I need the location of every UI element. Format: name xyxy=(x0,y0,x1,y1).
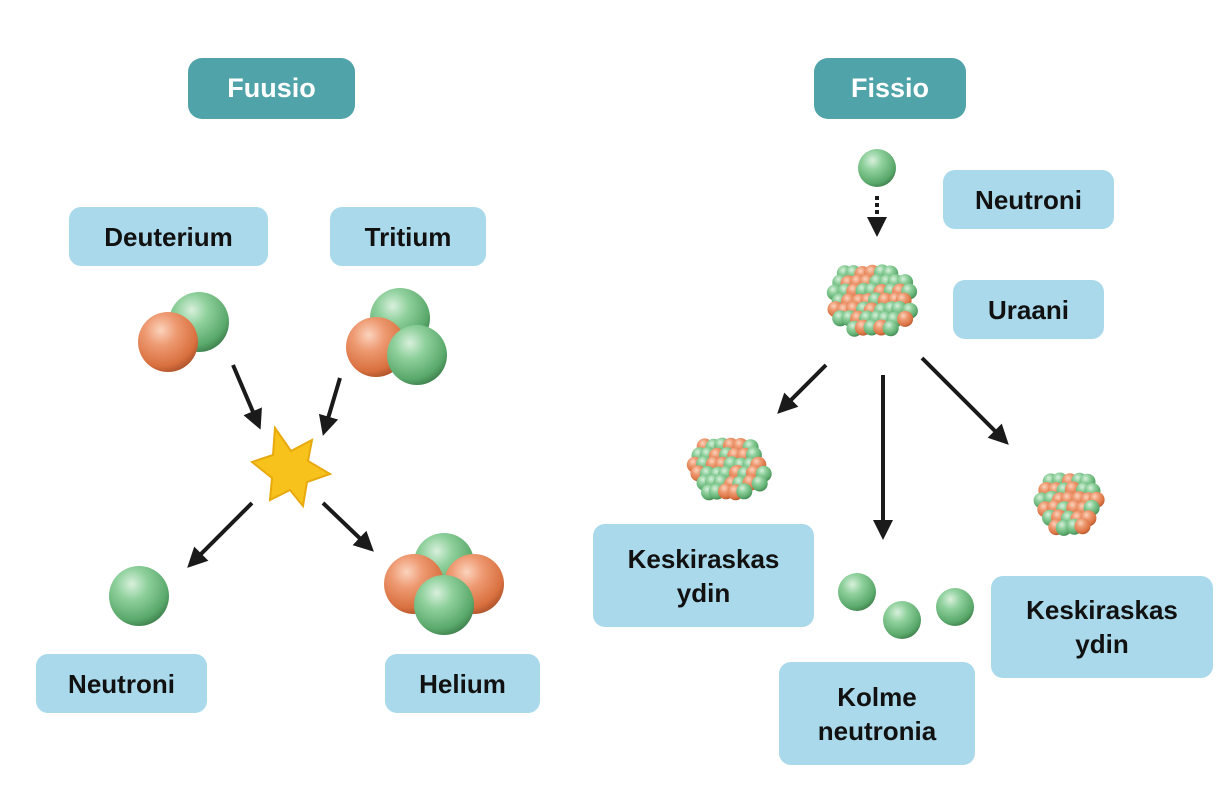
medium-nucleus-right xyxy=(1033,472,1105,536)
medium-nucleus-left-line1: Keskiraskas xyxy=(627,543,780,574)
arrow xyxy=(231,364,262,430)
helium-nucleus xyxy=(384,533,504,635)
medium-nucleus-right-line1: Keskiraskas xyxy=(1026,595,1178,625)
neutron-particle xyxy=(936,588,974,626)
proton-particle xyxy=(897,310,914,327)
fusion-neutron-particle xyxy=(109,566,169,626)
neutron-particle xyxy=(751,475,768,492)
fission-neutron-label: Neutroni xyxy=(943,170,1114,229)
three-neutrons-line1: Kolme xyxy=(837,681,917,712)
tritium-nucleus xyxy=(346,288,447,385)
fission-neutron-particle xyxy=(858,149,896,187)
medium-nucleus-right-line2: ydin xyxy=(1075,629,1129,659)
medium-nucleus-left-label: Keskiraskas ydin xyxy=(593,524,814,627)
uranium-label: Uraani xyxy=(953,280,1104,339)
fission-title: Fissio xyxy=(814,58,966,119)
arrow xyxy=(920,356,1009,445)
deuterium-nucleus xyxy=(138,292,229,372)
deuterium-label: Deuterium xyxy=(69,207,268,266)
neutron-particle xyxy=(883,601,921,639)
fusion-star-icon xyxy=(249,425,333,509)
medium-nucleus-left-line2: ydin xyxy=(676,577,731,608)
neutron-particle xyxy=(736,483,753,500)
fusion-title: Fuusio xyxy=(188,58,355,119)
proton-particle xyxy=(1074,518,1091,535)
medium-nucleus-left xyxy=(686,437,772,501)
three-neutrons-label: Kolme neutronia xyxy=(779,662,975,765)
arrow xyxy=(321,501,374,552)
uranium-nucleus xyxy=(826,264,918,337)
neutron-particle xyxy=(414,575,474,635)
tritium-label: Tritium xyxy=(330,207,486,266)
arrow xyxy=(187,501,254,568)
neutron-particle xyxy=(838,573,876,611)
proton-particle xyxy=(138,312,198,372)
three-neutrons-line2: neutronia xyxy=(817,715,937,746)
helium-label: Helium xyxy=(385,654,540,713)
fusion-neutron-label: Neutroni xyxy=(36,654,207,713)
arrow xyxy=(318,377,342,436)
arrow xyxy=(777,363,828,414)
neutron-particle xyxy=(882,320,899,337)
neutron-particle xyxy=(387,325,447,385)
medium-nucleus-right-label: Keskiraskas ydin xyxy=(991,576,1213,678)
